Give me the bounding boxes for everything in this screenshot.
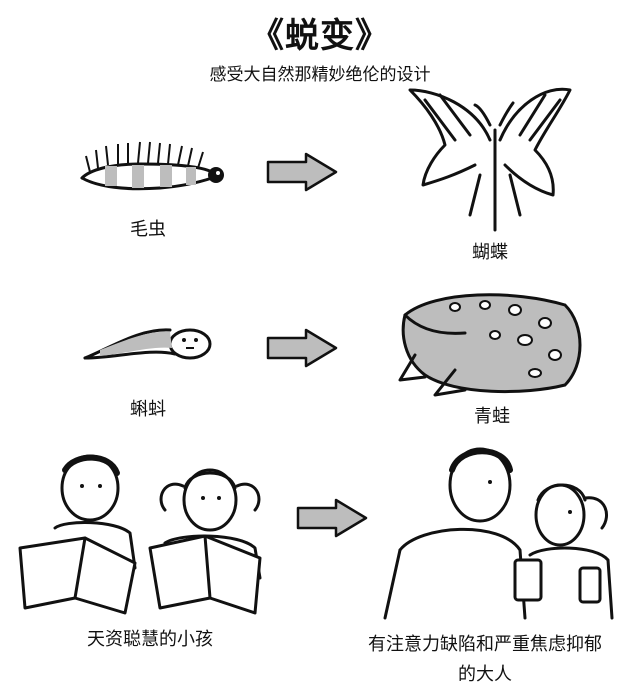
right-arrow-icon [266, 328, 338, 368]
children-label: 天资聪慧的小孩 [87, 629, 213, 650]
adults-illustration [383, 447, 614, 620]
butterfly-illustration [408, 87, 572, 232]
right-arrow-icon [266, 152, 338, 192]
caterpillar-label: 毛虫 [130, 219, 166, 240]
children-illustration [18, 454, 262, 615]
adults-label-line2: 的大人 [458, 664, 512, 685]
butterfly-label: 蝴蝶 [472, 242, 508, 263]
tadpole-illustration [83, 328, 212, 360]
adults-label-line1: 有注意力缺陷和严重焦虑抑郁 [368, 634, 602, 655]
right-arrow-icon [296, 498, 368, 538]
page-title: 《蜕变》 [250, 16, 390, 56]
tadpole-label: 蝌蚪 [130, 399, 166, 420]
caterpillar-illustration [80, 141, 224, 191]
frog-label: 青蛙 [474, 406, 510, 427]
frog-illustration [398, 293, 582, 397]
page-subtitle: 感受大自然那精妙绝伦的设计 [209, 65, 431, 85]
